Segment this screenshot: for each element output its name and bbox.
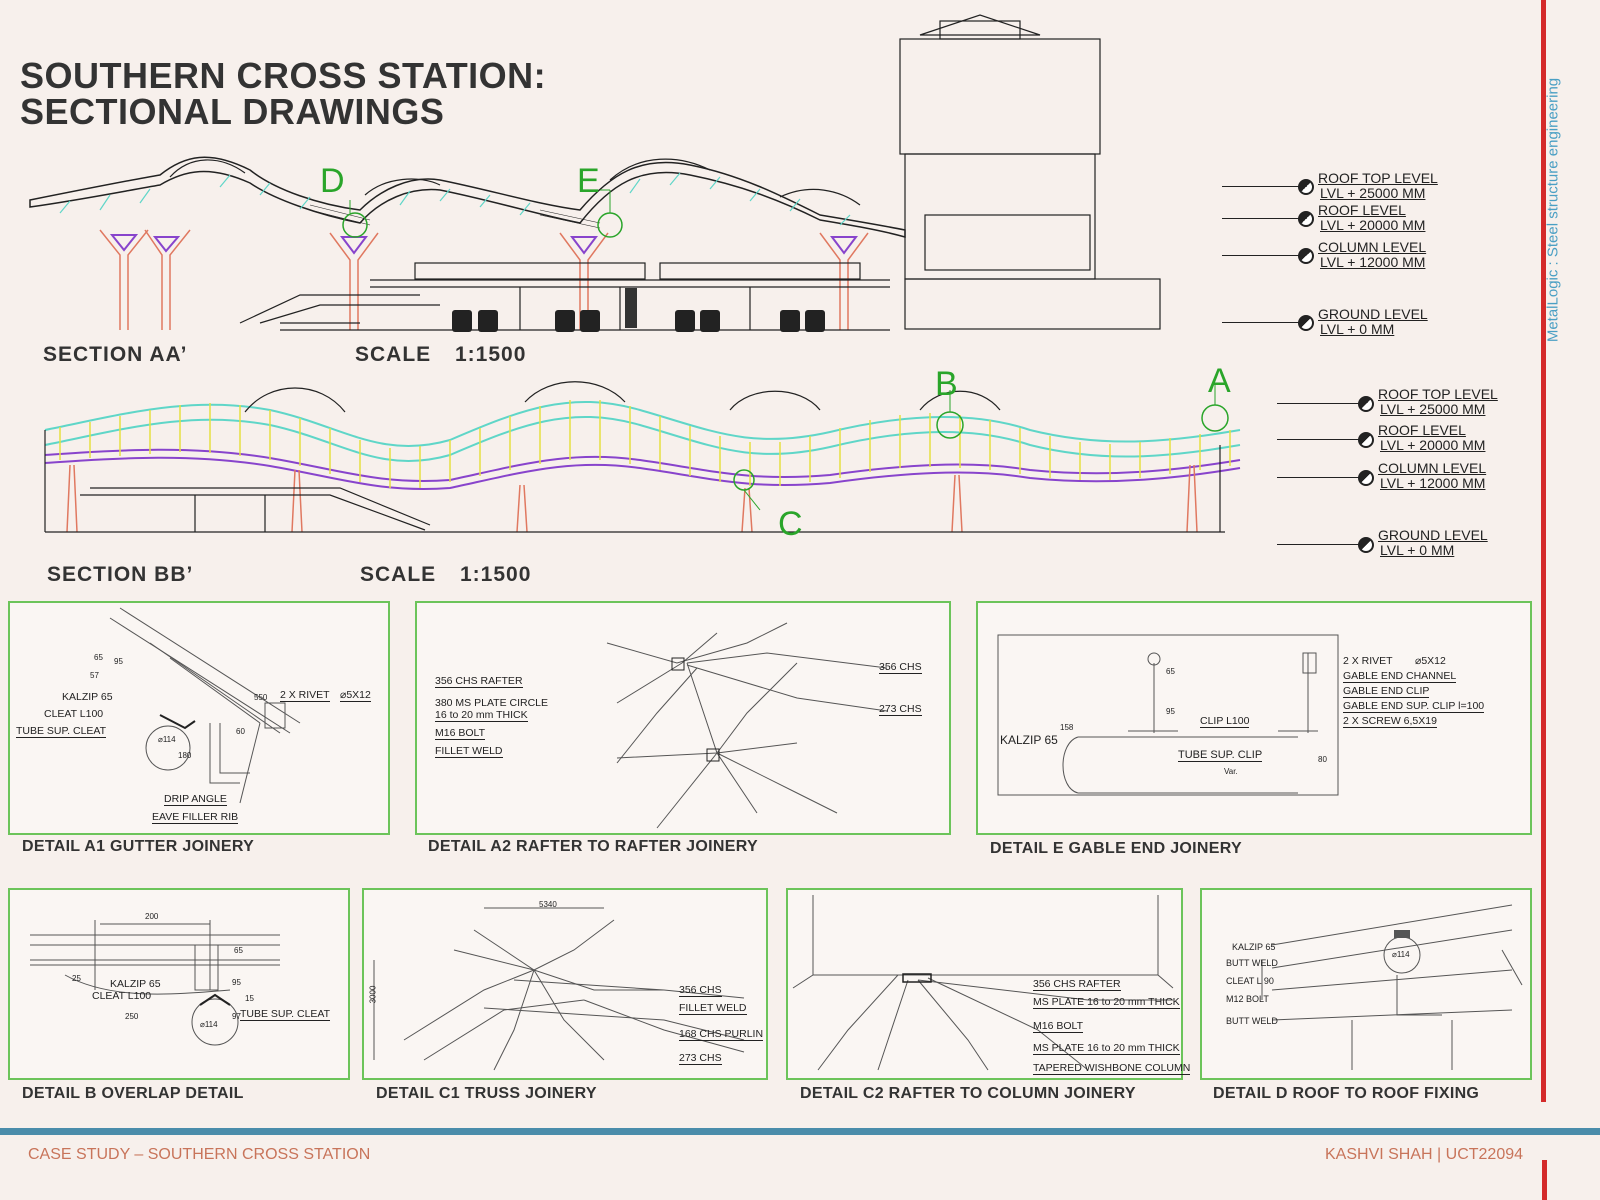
level-line [1222, 186, 1307, 187]
detail-c2-label: DETAIL C2 RAFTER TO COLUMN JOINERY [800, 1085, 1136, 1102]
page-title-line1: SOUTHERN CROSS STATION: [20, 55, 547, 96]
marker-d: D [320, 162, 345, 200]
level-pin-icon [1298, 248, 1314, 264]
detail-a1-box: KALZIP 65 CLEAT L100 TUBE SUP. CLEAT 2 X… [8, 601, 390, 835]
page-title: SOUTHERN CROSS STATION: SECTIONAL DRAWIN… [20, 58, 546, 130]
detail-e-drawing [997, 634, 1339, 796]
level-line [1277, 544, 1367, 545]
detail-a2-drawing [606, 622, 888, 829]
detail-e-box: 2 X RIVET ⌀5X12 GABLE END CHANNEL GABLE … [976, 601, 1532, 835]
marker-a: A [1208, 362, 1231, 400]
level-line [1222, 218, 1307, 219]
detail-a2-label: DETAIL A2 RAFTER TO RAFTER JOINERY [428, 838, 758, 855]
section-bb-label: SECTION BB’ [47, 563, 194, 586]
bb-level-roof-top: ROOF TOP LEVEL LVL + 25000 MM [1378, 386, 1498, 417]
section-aa-label: SECTION AA’ [43, 343, 188, 366]
section-bb-scale-label: SCALE [360, 563, 437, 586]
detail-c1-box: 5340 3000 356 CHS FILLET WELD 168 CHS PU… [362, 888, 768, 1080]
level-line [1222, 255, 1307, 256]
section-aa-drawing [29, 14, 1161, 332]
level-pin-icon [1298, 315, 1314, 331]
detail-d-box: KALZIP 65 BUTT WELD CLEAT L 90 M12 BOLT … [1200, 888, 1532, 1080]
detail-b-box: 200 65 25 KALZIP 65 CLEAT L100 95 15 TUB… [8, 888, 350, 1080]
level-pin-icon [1358, 537, 1374, 553]
footer-right-text: KASHVI SHAH | UCT22094 [1325, 1146, 1524, 1163]
detail-c2-box: 356 CHS RAFTER MS PLATE 16 to 20 mm THIC… [786, 888, 1191, 1080]
detail-e-label: DETAIL E GABLE END JOINERY [990, 840, 1242, 857]
right-red-border [1541, 0, 1546, 1102]
section-aa-scale-label: SCALE [355, 343, 432, 366]
level-pin-icon [1358, 470, 1374, 486]
level-pin-icon [1358, 432, 1374, 448]
page-title-line2: SECTIONAL DRAWINGS [20, 91, 445, 132]
detail-c1-label: DETAIL C1 TRUSS JOINERY [376, 1085, 597, 1102]
right-red-border-bottom [1542, 1160, 1547, 1200]
footer-left-text: CASE STUDY – SOUTHERN CROSS STATION [28, 1146, 371, 1163]
section-bb-drawing [44, 381, 1241, 533]
level-line [1222, 322, 1307, 323]
section-bb-scale-value: 1:1500 [460, 563, 532, 586]
marker-c: C [778, 505, 803, 543]
bb-level-ground: GROUND LEVEL LVL + 0 MM [1378, 527, 1488, 558]
aa-level-roof-top: ROOF TOP LEVEL LVL + 25000 MM [1318, 170, 1438, 201]
detail-a1-label: DETAIL A1 GUTTER JOINERY [22, 838, 255, 855]
bb-level-column: COLUMN LEVEL LVL + 12000 MM [1378, 460, 1487, 491]
footer-divider [0, 1128, 1600, 1135]
detail-b-label: DETAIL B OVERLAP DETAIL [22, 1085, 244, 1102]
detail-b-drawing [30, 920, 280, 1046]
section-aa-scale-value: 1:1500 [455, 343, 527, 366]
marker-b: B [935, 365, 958, 403]
detail-c2-drawing [792, 895, 1174, 1071]
marker-e: E [577, 162, 600, 200]
detail-c1-drawing [373, 907, 745, 1071]
level-line [1277, 439, 1367, 440]
bb-level-roof: ROOF LEVEL LVL + 20000 MM [1378, 422, 1486, 453]
level-pin-icon [1298, 179, 1314, 195]
level-pin-icon [1298, 211, 1314, 227]
aa-level-column: COLUMN LEVEL LVL + 12000 MM [1318, 239, 1427, 270]
aa-level-roof: ROOF LEVEL LVL + 20000 MM [1318, 202, 1426, 233]
level-line [1277, 477, 1367, 478]
side-credit-text: MetalLogic : Steel structure engineering [1544, 77, 1562, 343]
level-pin-icon [1358, 396, 1374, 412]
detail-a2-box: 356 CHS RAFTER 380 MS PLATE CIRCLE 16 to… [415, 601, 951, 835]
detail-a1-drawing [109, 607, 301, 804]
aa-level-ground: GROUND LEVEL LVL + 0 MM [1318, 306, 1428, 337]
level-line [1277, 403, 1367, 404]
detail-d-drawing [1261, 904, 1523, 1070]
detail-d-label: DETAIL D ROOF TO ROOF FIXING [1213, 1085, 1480, 1102]
